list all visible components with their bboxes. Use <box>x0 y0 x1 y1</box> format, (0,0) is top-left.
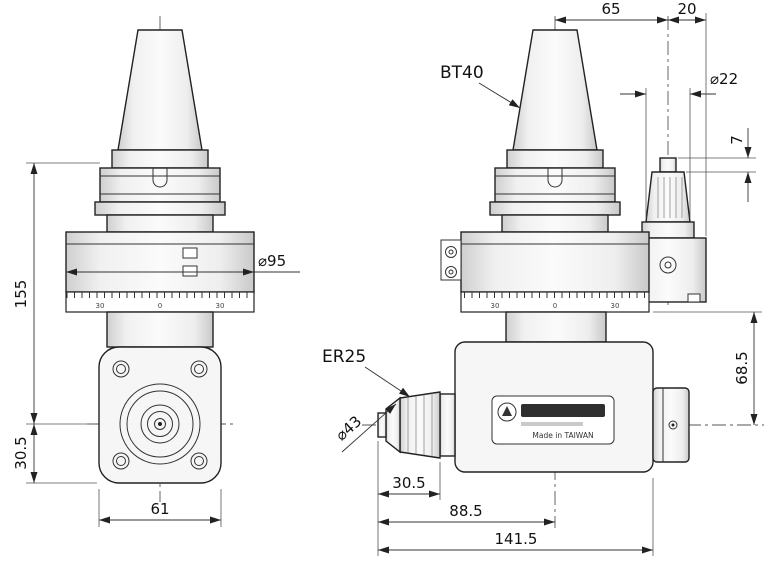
dim-65-label: 65 <box>601 0 620 18</box>
dim-88-5-label: 88.5 <box>449 502 482 520</box>
dim-141-5: 141.5 <box>378 478 654 556</box>
nameplate-logo-icon <box>497 402 517 422</box>
dim-61-label: 61 <box>150 500 169 518</box>
dim-dia22-label: ⌀22 <box>710 70 738 88</box>
er25-label: ER25 <box>322 347 366 367</box>
bt40-taper-front <box>94 29 226 233</box>
dim-30-5-left: 30.5 <box>12 424 97 484</box>
angle-head-housing <box>454 311 690 473</box>
output-cap-screw <box>671 423 675 427</box>
main-body-side: 30 0 30 <box>440 231 650 313</box>
spindle-center-dot <box>158 422 162 426</box>
graduation-ticks-front <box>66 292 254 312</box>
nameplate-logo-triangle-icon <box>502 406 512 416</box>
scale-num-front-right: 30 <box>216 302 225 310</box>
dim-141-5-label: 141.5 <box>495 530 538 548</box>
dim-20: 20 <box>668 0 707 236</box>
dim-7: 7 <box>678 128 756 202</box>
brand-logo-bar <box>521 404 605 417</box>
dim-88-5: 88.5 <box>378 502 555 526</box>
dim-dia95: ⌀95 <box>66 252 300 276</box>
graduation-ticks-side <box>461 292 649 312</box>
dim-65: 65 <box>555 0 668 24</box>
dim-30-5-bottom-label: 30.5 <box>392 474 425 492</box>
dim-68-5: 68.5 <box>653 311 762 425</box>
scale-num-side-center: 0 <box>553 302 557 310</box>
scale-num-side-right: 30 <box>611 302 620 310</box>
label-bt40: BT40 <box>440 63 521 109</box>
dim-7-label: 7 <box>728 135 746 145</box>
nameplate: Made in TAIWAN <box>491 395 615 445</box>
side-view: 30 0 30 Made in TAIWAN <box>322 0 764 556</box>
output-flange-front <box>98 311 222 484</box>
dim-30-5-bottom: 30.5 <box>377 441 441 556</box>
nameplate-microtext-line <box>521 422 583 426</box>
scale-num-front-left: 30 <box>96 302 105 310</box>
bt40-taper-side <box>489 29 621 233</box>
dim-155-label: 155 <box>12 280 30 309</box>
dim-dia22: ⌀22 <box>620 70 738 218</box>
main-body-front: 30 0 30 <box>65 231 255 313</box>
made-in-label: Made in TAIWAN <box>532 431 593 440</box>
scale-num-front-center: 0 <box>158 302 162 310</box>
dim-dia95-label: ⌀95 <box>258 252 286 270</box>
dim-30-5-left-label: 30.5 <box>12 436 30 469</box>
dim-dia43-label: ⌀43 <box>332 412 365 444</box>
dim-155: 155 <box>12 162 100 425</box>
scale-num-side-left: 30 <box>491 302 500 310</box>
dim-20-label: 20 <box>677 0 696 18</box>
dim-61: 61 <box>98 489 222 527</box>
bt40-label: BT40 <box>440 63 484 83</box>
dim-68-5-label: 68.5 <box>733 351 751 384</box>
label-er25: ER25 <box>322 347 411 398</box>
front-view: 30 0 30 ⌀95 <box>12 16 300 527</box>
er25-collet <box>377 391 456 459</box>
